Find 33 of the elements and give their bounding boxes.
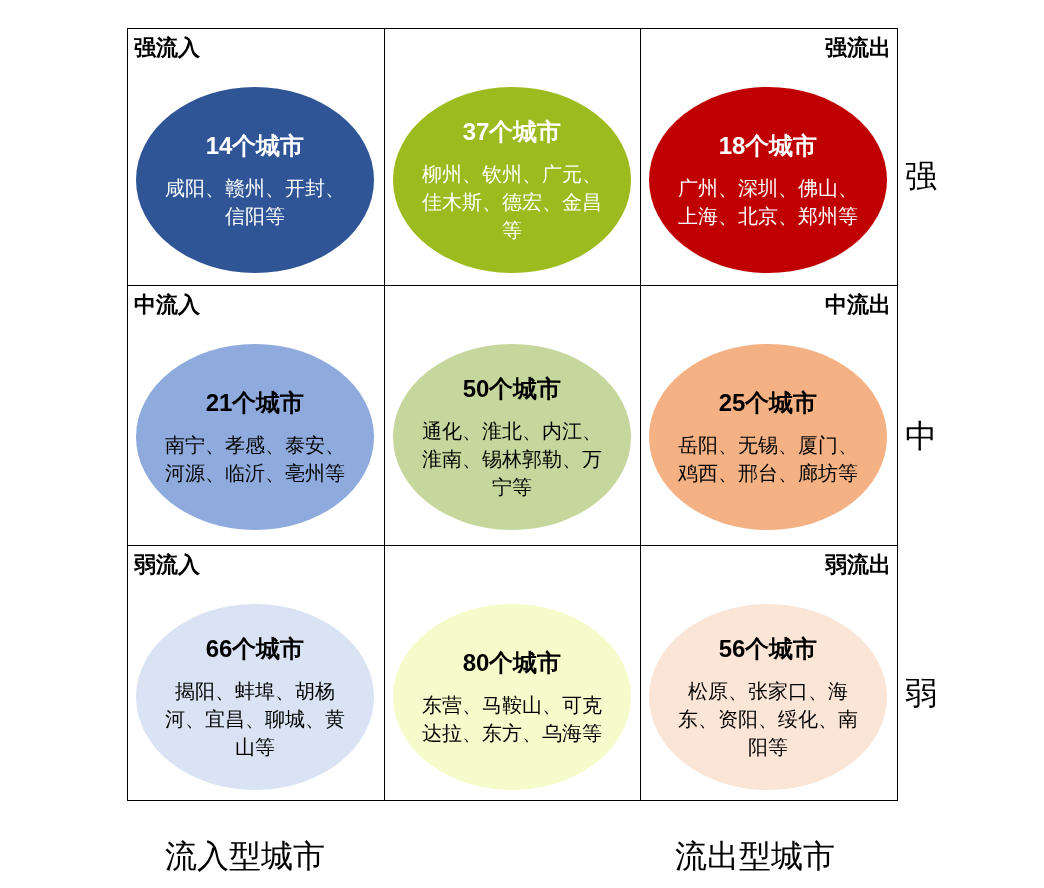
city-count: 14个城市: [205, 131, 305, 161]
city-count: 66个城市: [205, 634, 305, 664]
city-list: 揭阳、蚌埠、胡杨河、宜昌、聊城、黄山等: [158, 677, 352, 761]
city-count: 56个城市: [718, 634, 818, 664]
city-list: 柳州、钦州、广元、佳木斯、德宏、金昌等: [415, 160, 609, 244]
city-count: 21个城市: [205, 388, 305, 418]
axis-label: 流入型城市: [165, 837, 325, 876]
corner-label: 强流入: [134, 34, 200, 62]
city-list: 南宁、孝感、泰安、河源、临沂、亳州等: [158, 431, 352, 487]
corner-label: 强流出: [825, 34, 891, 62]
corner-label: 中流出: [825, 291, 891, 319]
grid-cell: [127, 28, 385, 286]
city-list: 岳阳、无锡、厦门、鸡西、邢台、廊坊等: [671, 431, 865, 487]
city-count: 25个城市: [718, 388, 818, 418]
city-count: 18个城市: [718, 131, 818, 161]
city-list: 东营、马鞍山、可克达拉、东方、乌海等: [415, 691, 609, 747]
city-list: 咸阳、赣州、开封、信阳等: [158, 174, 352, 230]
corner-label: 中流入: [134, 291, 200, 319]
row-label: 弱: [905, 674, 937, 713]
corner-label: 弱流入: [134, 551, 200, 579]
axis-label: 流出型城市: [675, 837, 835, 876]
city-list: 广州、深圳、佛山、上海、北京、郑州等: [671, 174, 865, 230]
grid-cell: [640, 28, 898, 286]
row-label: 中: [905, 417, 937, 456]
city-count: 80个城市: [462, 648, 562, 678]
row-label: 强: [905, 157, 937, 196]
grid-cell: [127, 545, 385, 801]
city-count: 37个城市: [462, 117, 562, 147]
city-count: 50个城市: [462, 374, 562, 404]
grid-cell: [640, 545, 898, 801]
corner-label: 弱流出: [825, 551, 891, 579]
city-list: 通化、淮北、内江、淮南、锡林郭勒、万宁等: [415, 417, 609, 501]
city-list: 松原、张家口、海东、资阳、绥化、南阳等: [671, 677, 865, 761]
